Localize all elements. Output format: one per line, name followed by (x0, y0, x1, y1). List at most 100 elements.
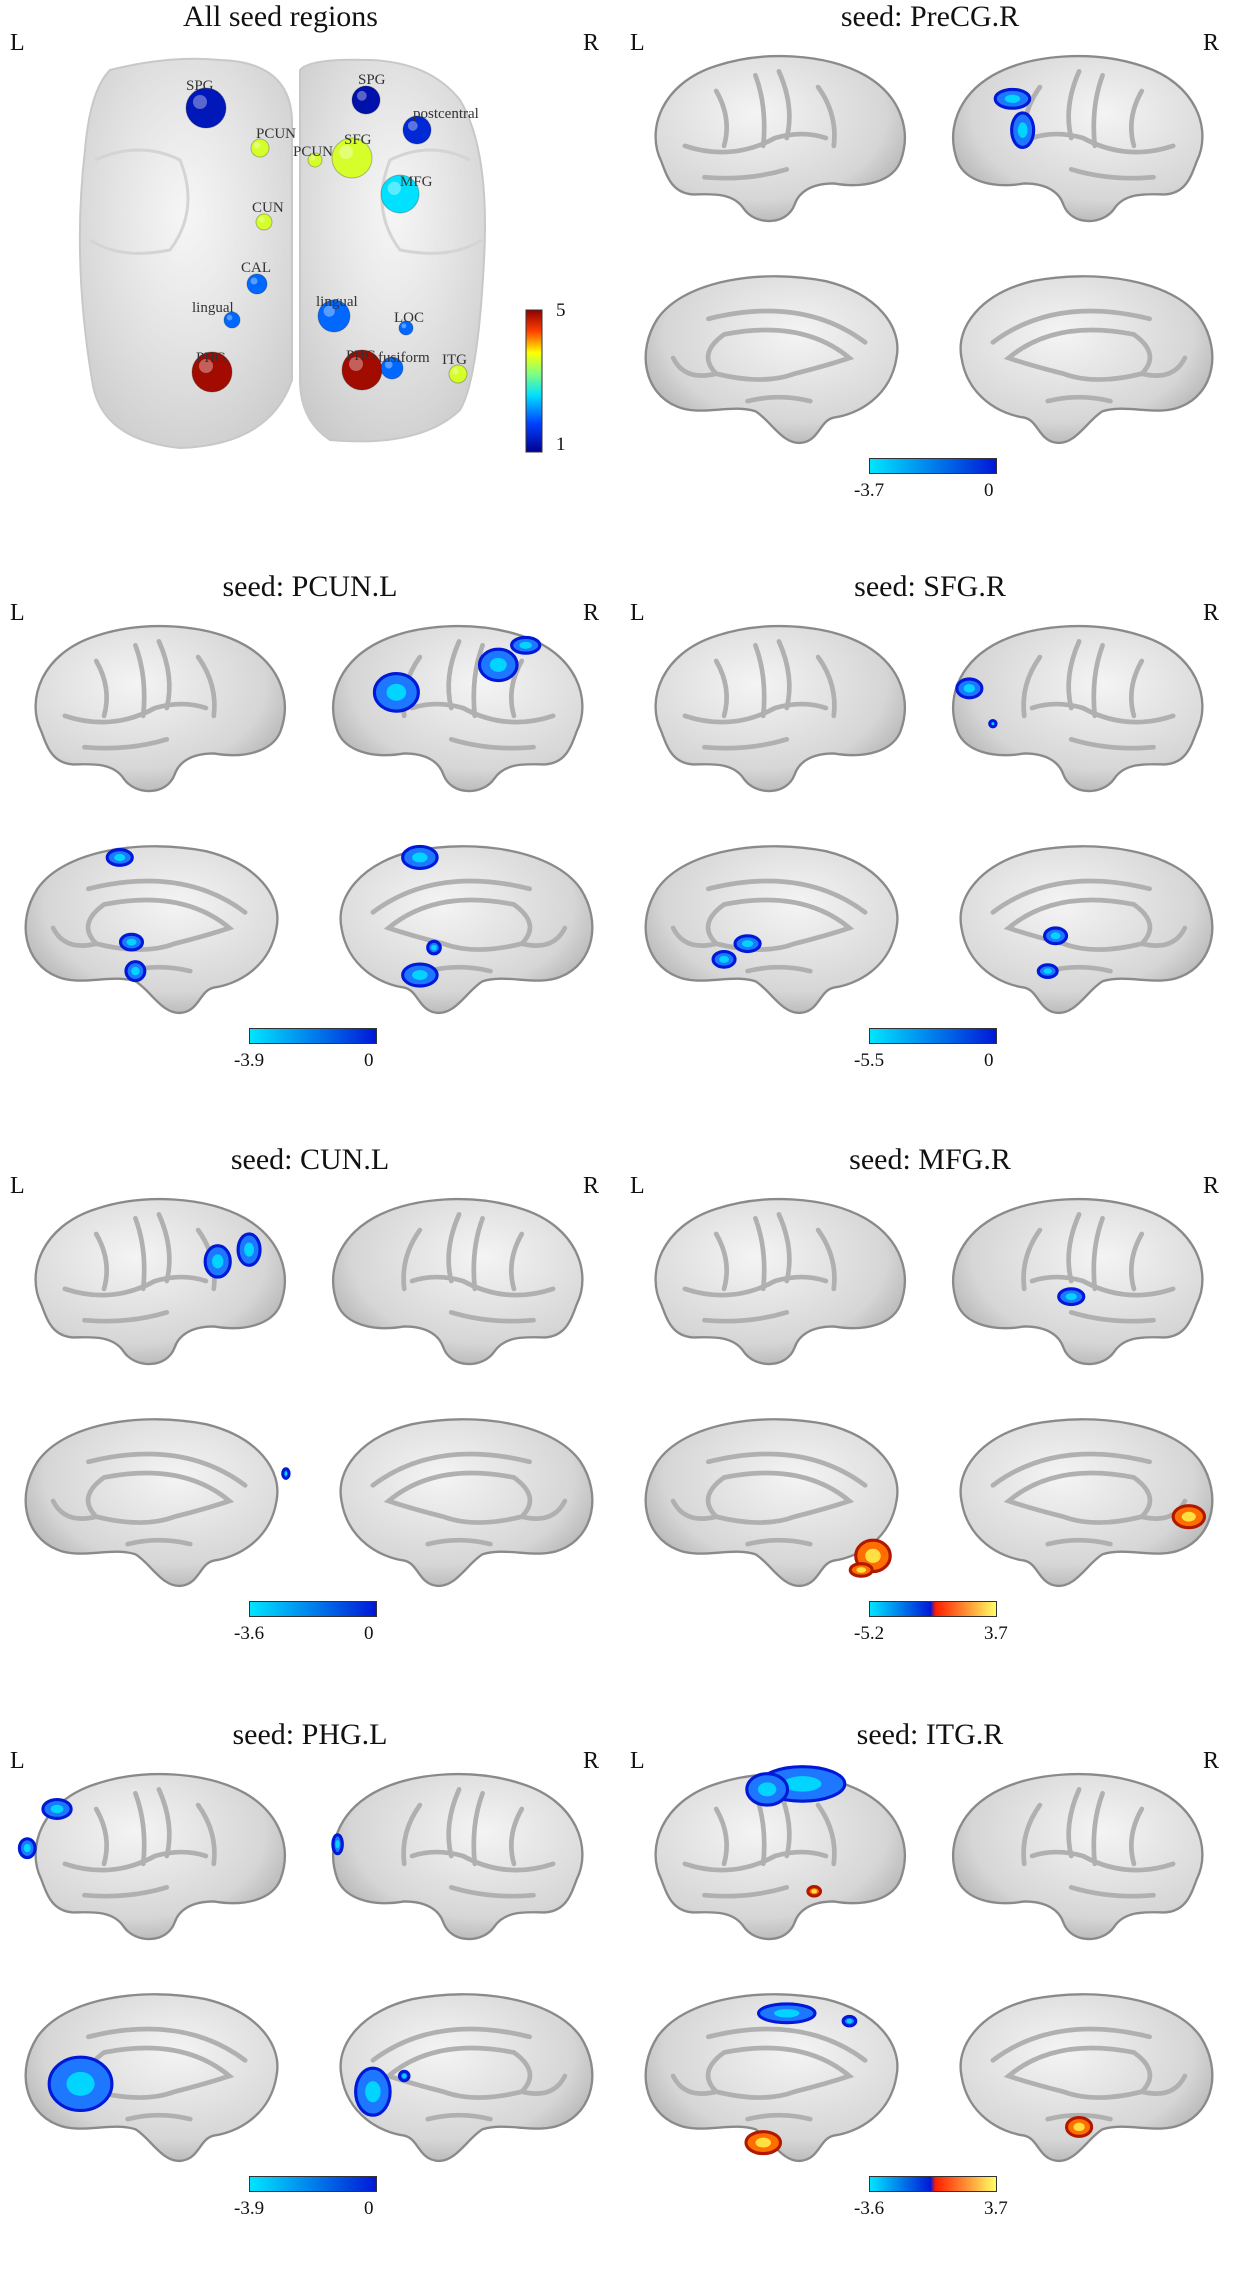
colorbar-min-label: -5.2 (854, 1623, 885, 1644)
right-hemisphere-label: R (583, 1748, 600, 1774)
brain-surface-render (339, 1993, 594, 2162)
sulcus (82, 737, 170, 751)
right-lobe-contour (380, 148, 483, 255)
panel-title: seed: PCUN.L (222, 570, 398, 603)
sulcus (86, 2026, 248, 2063)
brain-surface-render (331, 1772, 584, 1941)
seed-node-label: ITG (442, 352, 467, 368)
sulcus (425, 1537, 493, 1547)
negative-cluster-peak (412, 970, 428, 980)
sulcus (370, 1451, 532, 1488)
right-hemisphere-label: R (583, 1173, 600, 1199)
brain-surface-render (24, 1418, 291, 1587)
right-medial-view (318, 1976, 608, 2176)
left-lateral-view (10, 1756, 300, 1956)
sulcus (448, 1885, 536, 1899)
negative-cluster-peak (50, 1804, 64, 1814)
seed-node-label: SFG (344, 132, 372, 148)
sulcus (1129, 88, 1145, 149)
sulcus (125, 1537, 193, 1547)
brain-surface-render (654, 624, 906, 793)
panel-title: seed: ITG.R (856, 1718, 1004, 1751)
left-lateral-view (10, 1181, 300, 1381)
sulcus (682, 1849, 829, 1873)
sulcus (753, 642, 767, 719)
seed-node-highlight (349, 357, 363, 371)
negative-cluster-peak (23, 1843, 31, 1853)
negative-cluster-peak (131, 966, 140, 976)
colorbar-max-label: 0 (984, 480, 994, 501)
sulcus (425, 2112, 493, 2122)
left-hemisphere-label: L (10, 30, 25, 56)
sulcus (1021, 1802, 1043, 1867)
connectivity-colorbar (869, 458, 997, 474)
seed-node-label: CAL (241, 260, 271, 276)
sulcus (1045, 2112, 1113, 2122)
right-lateral-view (318, 608, 608, 808)
sulcus (1129, 1806, 1145, 1867)
sulcus (1091, 1215, 1105, 1292)
sulcus (93, 1806, 109, 1867)
sulcus (86, 1451, 248, 1488)
sulcus (1029, 1849, 1176, 1873)
sulcus (1066, 1212, 1082, 1284)
sulcus (702, 167, 790, 181)
sulcus (1029, 701, 1176, 725)
left-hemisphere-shape (78, 57, 293, 450)
sulcus (702, 737, 790, 751)
positive-cluster-peak (1181, 1511, 1196, 1522)
seed-node-highlight (323, 305, 335, 317)
left-medial-view (630, 828, 920, 1028)
right-hemisphere-label: R (1203, 1748, 1220, 1774)
negative-cluster-peak (783, 1776, 822, 1792)
seed-node-highlight (193, 95, 207, 109)
sulcus (409, 1274, 556, 1298)
seed-node-highlight (226, 314, 233, 321)
brain-surface-render (952, 54, 1204, 223)
right-medial-view (938, 258, 1228, 458)
sulcus (85, 1470, 235, 1525)
negative-cluster-peak (757, 1782, 777, 1797)
seed-node-cal (246, 273, 268, 295)
sulcus (370, 878, 532, 915)
right-lateral-view (938, 1756, 1228, 1956)
sulcus (1091, 1790, 1105, 1867)
brain-surface-render (332, 1197, 584, 1366)
right-lateral-view (318, 1756, 608, 1956)
right-medial-view (318, 828, 608, 1028)
sulcus (1068, 167, 1156, 181)
sulcus (82, 1310, 170, 1324)
left-hemisphere-label: L (630, 600, 645, 626)
sulcus (1139, 1498, 1188, 1521)
sulcus (713, 658, 729, 719)
cortex-surface (959, 275, 1214, 444)
seed-node-pcun (307, 152, 323, 168)
left-medial-view (10, 1976, 300, 2176)
negative-cluster-peak (365, 2081, 381, 2103)
left-hemisphere-label: L (10, 1173, 25, 1199)
seed-node-label: SPG (358, 72, 386, 88)
negative-cluster-peak (1050, 932, 1061, 940)
negative-cluster-peak (431, 944, 437, 951)
cortex-surface (339, 845, 594, 1014)
sulcus (519, 925, 568, 948)
sulcus (776, 1212, 792, 1284)
right-hemisphere-label: R (583, 600, 600, 626)
brain-surface-render (959, 275, 1214, 444)
negative-cluster-peak (402, 2073, 407, 2079)
seed-node-lingual (317, 299, 351, 333)
right-hemisphere-label: R (1203, 600, 1220, 626)
cortex-surface (339, 1418, 594, 1587)
sulcus (1021, 654, 1043, 719)
brain-surface-render (959, 1418, 1214, 1587)
seed-node-label: postcentral (413, 106, 479, 122)
cortex-surface (959, 845, 1214, 1014)
sulcus (370, 2026, 532, 2063)
connectivity-colorbar (249, 1028, 377, 1044)
brain-surface-render (24, 1993, 279, 2162)
sulcus (706, 1451, 868, 1488)
panel-title: All seed regions (183, 0, 378, 33)
